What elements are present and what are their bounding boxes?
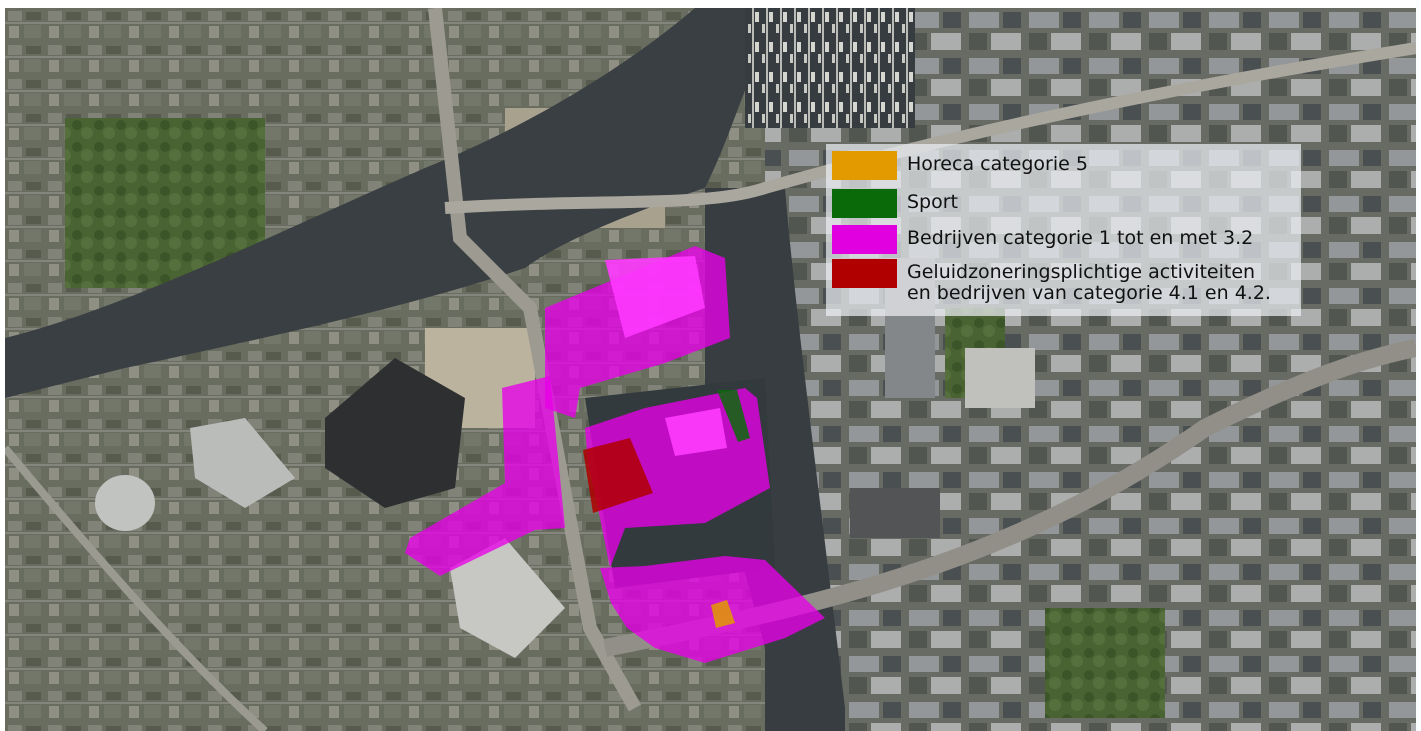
legend-item-horeca: Horeca categorie 5 [832, 151, 1088, 180]
legend-label: Sport [907, 191, 959, 213]
zone-bedrijven[interactable] [405, 376, 565, 576]
zone-sport[interactable] [717, 390, 750, 442]
legend-label: Horeca categorie 5 [907, 153, 1088, 175]
large-building [325, 358, 465, 508]
legend-label: Bedrijven categorie 1 tot en met 3.2 [907, 227, 1254, 249]
canal-water [5, 8, 785, 398]
legend-item-sport: Sport [832, 189, 958, 218]
marina [745, 8, 915, 128]
green-field [1045, 608, 1165, 718]
solar-roof [190, 418, 295, 508]
map-view[interactable] [5, 8, 1416, 731]
main-road [428, 8, 642, 712]
green-swatch-icon [832, 189, 897, 218]
zone-horeca[interactable] [711, 600, 735, 628]
legend-item-bedrijven: Bedrijven categorie 1 tot en met 3.2 [832, 225, 1253, 254]
aerial-map [5, 8, 1416, 731]
zone-geluidzonering[interactable] [583, 438, 653, 513]
red-swatch-icon [832, 259, 897, 288]
legend-item-geluidzonering: Geluidzoneringsplichtige activiteiten en… [832, 259, 1271, 304]
legend-label: Geluidzoneringsplichtige activiteiten en… [907, 261, 1271, 304]
round-building [95, 475, 155, 531]
bridge-road [444, 42, 1416, 214]
diagonal-road [5, 445, 268, 731]
orange-swatch-icon [832, 151, 897, 180]
magenta-swatch-icon [832, 225, 897, 254]
warehouse-roof [450, 538, 565, 658]
zone-bedrijven-highlight [605, 256, 705, 338]
zone-bedrijven-highlight [665, 408, 727, 456]
industrial-roof [965, 348, 1035, 408]
industrial-hall [850, 488, 940, 538]
map-legend: Horeca categorie 5 Sport Bedrijven categ… [826, 144, 1301, 316]
zone-layer [405, 246, 825, 663]
